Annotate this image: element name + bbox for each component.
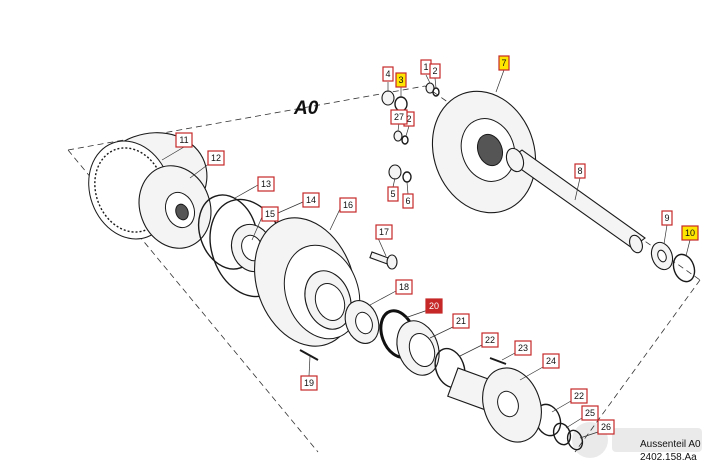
callout-25: 25 — [581, 405, 599, 421]
callout-8: 8 — [574, 163, 586, 179]
svg-text:18: 18 — [399, 282, 409, 292]
leader-lines — [161, 69, 691, 439]
part-plug-4 — [381, 90, 395, 106]
part-planet-carrier — [138, 165, 212, 249]
svg-text:8: 8 — [577, 166, 582, 176]
part-washer-3 — [394, 96, 408, 112]
callout-18: 18 — [395, 279, 413, 295]
svg-text:14: 14 — [306, 195, 316, 205]
svg-text:19: 19 — [304, 378, 314, 388]
caption-title: Aussenteil A0 — [640, 439, 701, 450]
part-bolt-19 — [299, 349, 319, 361]
svg-text:24: 24 — [546, 356, 556, 366]
callout-22-left: 22 — [481, 332, 499, 348]
svg-text:17: 17 — [379, 227, 389, 237]
part-nut-5 — [388, 164, 402, 180]
part-flange-disc — [431, 90, 537, 214]
svg-text:4: 4 — [385, 69, 390, 79]
svg-text:10: 10 — [685, 228, 695, 238]
callout-6: 6 — [402, 193, 414, 209]
svg-text:6: 6 — [405, 196, 410, 206]
svg-text:16: 16 — [343, 200, 353, 210]
part-snap-ring — [197, 194, 259, 270]
caption-code: 2402.158.Aa — [640, 452, 697, 463]
svg-text:15: 15 — [265, 209, 275, 219]
part-washer-9 — [650, 241, 674, 271]
callout-15: 15 — [261, 206, 279, 222]
callout-24: 24 — [542, 353, 560, 369]
part-bolt-17 — [369, 251, 398, 270]
part-wheel-hub — [447, 367, 542, 443]
svg-text:13: 13 — [261, 179, 271, 189]
part-bearing-18 — [344, 300, 380, 344]
svg-text:5: 5 — [390, 189, 395, 199]
part-washer-6 — [402, 171, 412, 183]
part-stud-23 — [489, 357, 507, 365]
part-ring-25 — [552, 422, 572, 446]
svg-text:25: 25 — [585, 408, 595, 418]
callout-3: 3 — [395, 72, 407, 88]
callout-5: 5 — [387, 186, 399, 202]
part-washer-2b — [401, 135, 409, 145]
group-label: A0 — [293, 98, 319, 119]
svg-text:1: 1 — [423, 62, 428, 72]
svg-text:22: 22 — [574, 391, 584, 401]
part-ring-10 — [672, 253, 696, 283]
part-plug-27 — [393, 130, 403, 142]
callout-10: 10 — [681, 225, 699, 241]
callout-14: 14 — [302, 192, 320, 208]
svg-text:20: 20 — [429, 301, 439, 311]
svg-text:3: 3 — [398, 75, 403, 85]
svg-text:12: 12 — [211, 153, 221, 163]
svg-text:11: 11 — [179, 135, 188, 145]
part-bearing-21 — [396, 320, 440, 376]
callout-9: 9 — [661, 210, 673, 226]
callout-23: 23 — [514, 340, 532, 356]
svg-text:21: 21 — [456, 316, 466, 326]
callout-7: 7 — [498, 55, 510, 71]
svg-text:7: 7 — [501, 58, 506, 68]
callout-11: 11 — [175, 132, 193, 148]
callout-12: 12 — [207, 150, 225, 166]
assembly-boundary — [67, 85, 701, 453]
svg-text:9: 9 — [664, 213, 669, 223]
svg-text:27: 27 — [394, 112, 404, 122]
callout-13: 13 — [257, 176, 275, 192]
svg-text:23: 23 — [518, 343, 528, 353]
callout-16: 16 — [339, 197, 357, 213]
callout-21: 21 — [452, 313, 470, 329]
callout-2-top: 2 — [429, 63, 441, 79]
part-hub-housing — [254, 217, 361, 347]
callout-27: 27 — [390, 109, 408, 125]
callout-19: 19 — [300, 375, 318, 391]
svg-text:2: 2 — [432, 66, 437, 76]
svg-text:22: 22 — [485, 335, 495, 345]
callout-22-right: 22 — [570, 388, 588, 404]
callout-20: 20 — [425, 298, 443, 314]
callout-4: 4 — [382, 66, 394, 82]
callout-17: 17 — [375, 224, 393, 240]
part-axle-shaft — [505, 147, 646, 254]
svg-text:26: 26 — [601, 422, 611, 432]
svg-text:2: 2 — [406, 114, 411, 124]
callout-26: 26 — [597, 419, 615, 435]
